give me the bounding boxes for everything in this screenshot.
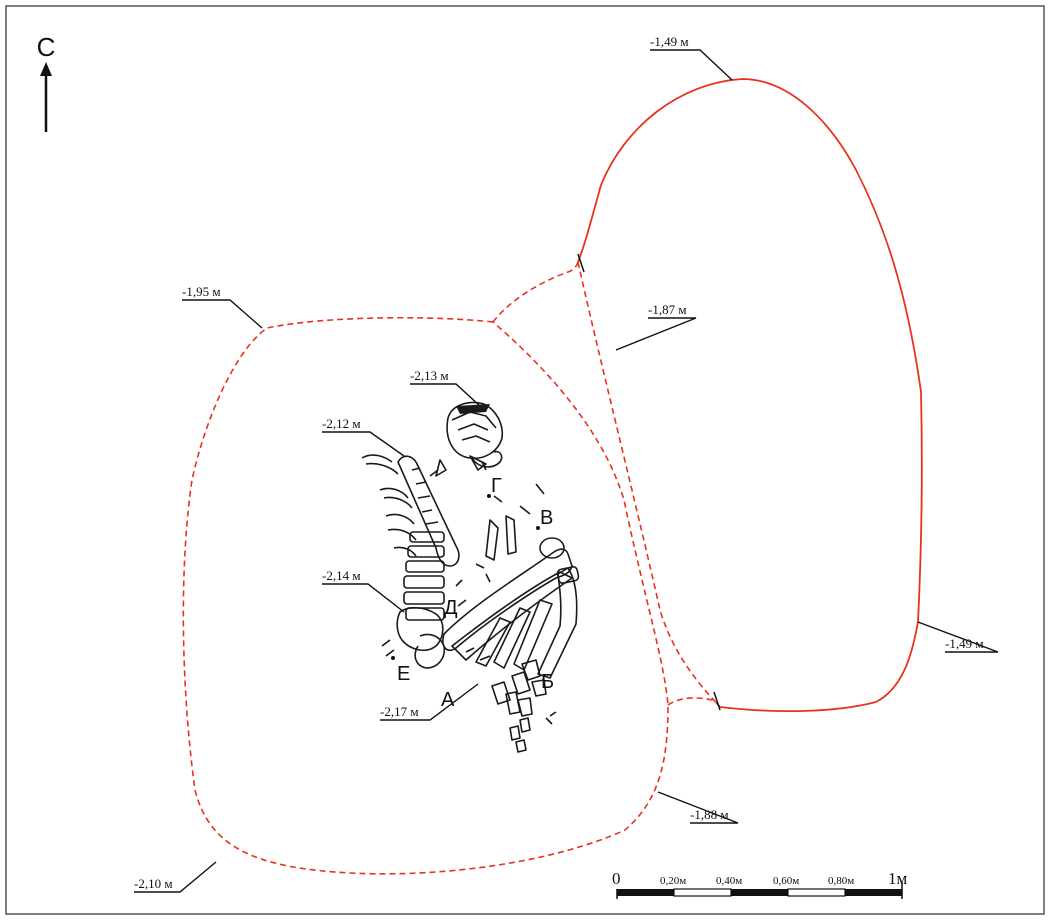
femur — [442, 548, 573, 652]
spine — [403, 467, 445, 621]
depth-label: -1,49 м — [650, 34, 689, 49]
depth-label: -2,14 м — [322, 568, 361, 583]
letter-b: Б — [541, 671, 554, 693]
skeleton — [361, 401, 580, 753]
pit-junction-upper — [492, 261, 579, 323]
letter-d: Д — [444, 597, 458, 619]
depth-label: -2,13 м — [410, 368, 449, 383]
pelvis — [396, 606, 444, 652]
skull — [446, 401, 504, 471]
north-label: С — [37, 32, 56, 62]
scale-zero-label: 0 — [612, 869, 621, 888]
depth-labels: -1,49 м -1,95 м -1,87 м -2,13 м -2,12 м … — [134, 34, 984, 891]
feet — [491, 659, 547, 753]
north-arrow: С — [37, 32, 56, 132]
scale-bar: 0 0,20м 0,40м 0,60м 0,80м 1м — [612, 869, 908, 899]
letter-a: А — [441, 689, 455, 711]
drawing-frame — [5, 5, 1045, 915]
ribs — [361, 454, 417, 557]
depth-leaders — [134, 49, 999, 893]
depth-label: -2,12 м — [322, 416, 361, 431]
depth-label: -1,49 м — [945, 636, 984, 651]
letter-v: В — [540, 507, 553, 529]
scale-tick-label: 0,20м — [660, 875, 686, 887]
lower-pit-outline — [182, 316, 669, 875]
tibia — [537, 567, 578, 679]
pit-boundary-dashed — [577, 261, 721, 708]
scale-tick-label: 0,80м — [828, 875, 854, 887]
left-humerus — [397, 455, 460, 567]
depth-label: -1,87 м — [648, 302, 687, 317]
depth-label: -2,17 м — [380, 704, 419, 719]
upper-pit-outline — [577, 78, 923, 713]
letter-e: Е — [397, 663, 410, 685]
scale-tick-label: 0,60м — [773, 875, 799, 887]
scale-tick-label: 0,40м — [716, 875, 742, 887]
letter-g: Г — [491, 475, 502, 497]
depth-label: -1,88 м — [690, 807, 729, 822]
depth-label: -2,10 м — [134, 876, 173, 891]
depth-label: -1,95 м — [182, 284, 221, 299]
scale-end-label: 1м — [888, 869, 908, 888]
